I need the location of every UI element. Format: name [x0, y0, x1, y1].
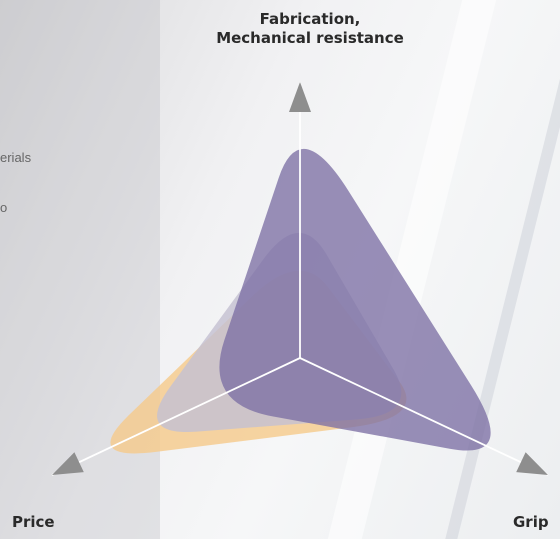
axis-label-price: Price [12, 513, 55, 531]
axes-layer [51, 82, 549, 476]
radar-series-3 [219, 148, 491, 451]
cropped-text-fragment: o [0, 200, 8, 215]
arrowhead-top [289, 82, 311, 112]
axis-label-top: Fabrication, Mechanical resistance [190, 10, 430, 48]
arrowhead-grip [516, 452, 548, 475]
cropped-text-fragment: erials [0, 150, 32, 165]
arrowhead-price [52, 452, 84, 475]
axis-label-grip: Grip [513, 513, 549, 531]
axis-arrowheads [52, 82, 548, 475]
series-layer [110, 148, 491, 454]
axis-label-top-line-2: Mechanical resistance [216, 29, 404, 47]
axis-line-grip [299, 357, 549, 476]
axis-label-top-line-1: Fabrication, [259, 10, 361, 28]
axis-line-price [51, 357, 301, 476]
